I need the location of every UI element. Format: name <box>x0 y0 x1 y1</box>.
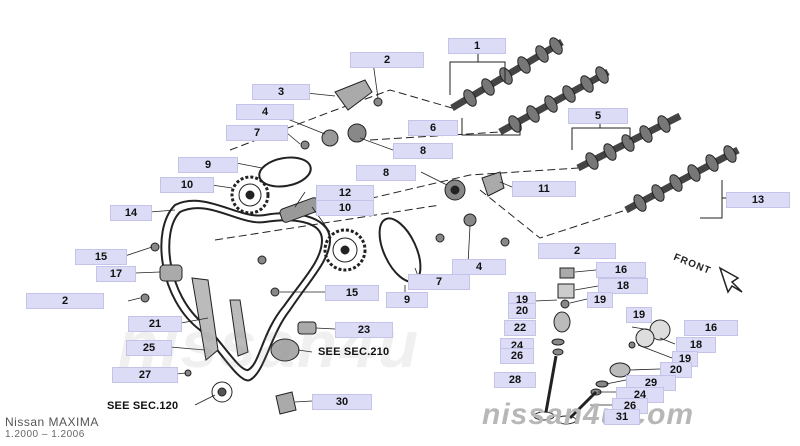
callout-2: 2 <box>350 52 424 68</box>
callout-4: 4 <box>236 104 294 120</box>
model-name: Nissan MAXIMA <box>5 415 99 429</box>
lower-parts <box>211 321 317 415</box>
callout-31: 31 <box>604 409 640 425</box>
callout-2c: 2 <box>26 293 104 309</box>
bracket-lines <box>449 52 726 219</box>
model-years: 1.2000 – 1.2006 <box>5 429 85 440</box>
tensioner-17 <box>159 264 183 282</box>
callout-21: 21 <box>128 316 182 332</box>
sprocket-upper-left <box>230 175 270 215</box>
sprocket-right <box>444 179 466 201</box>
callout-16b: 16 <box>684 320 738 336</box>
front-arrow-icon <box>718 266 743 294</box>
callout-20: 20 <box>508 303 536 319</box>
reference-sec-210: SEE SEC.210 <box>318 346 390 358</box>
camshaft-3 <box>576 112 682 172</box>
valve-assembly-left <box>533 267 575 421</box>
callout-4b: 4 <box>452 259 506 275</box>
callout-14: 14 <box>110 205 152 221</box>
camshaft-4 <box>624 145 740 214</box>
camshaft-1 <box>450 37 564 112</box>
callout-7b: 7 <box>408 274 470 290</box>
watermark-corner: nissan4u.com <box>482 398 695 431</box>
callout-17: 17 <box>96 266 136 282</box>
bolts <box>140 97 510 377</box>
callout-9b: 9 <box>386 292 428 308</box>
sprocket-upper-cam <box>321 123 367 147</box>
callout-30: 30 <box>312 394 372 410</box>
callout-18: 18 <box>598 278 648 294</box>
callout-8b: 8 <box>356 165 416 181</box>
callout-7: 7 <box>226 125 288 141</box>
callout-27: 27 <box>112 367 178 383</box>
callout-10b: 10 <box>316 200 374 216</box>
callout-19b: 19 <box>587 292 613 308</box>
chain-guide <box>191 277 249 361</box>
callout-2b: 2 <box>538 243 616 259</box>
callout-25: 25 <box>126 340 172 356</box>
callout-3: 3 <box>252 84 310 100</box>
reference-sec-120: SEE SEC.120 <box>107 400 179 412</box>
valve-assembly-right <box>555 319 671 425</box>
callout-15: 15 <box>75 249 127 265</box>
callout-12: 12 <box>316 185 374 201</box>
callout-11: 11 <box>512 181 576 197</box>
tensioner-3 <box>334 79 373 111</box>
callout-22: 22 <box>504 320 536 336</box>
callout-1: 1 <box>448 38 506 54</box>
callout-23: 23 <box>335 322 393 338</box>
callout-28: 28 <box>494 372 536 388</box>
callout-13: 13 <box>726 192 790 208</box>
sprocket-center <box>323 228 367 272</box>
callout-20b: 20 <box>660 362 692 378</box>
callout-5: 5 <box>568 108 628 124</box>
callout-15b: 15 <box>325 285 379 301</box>
callout-9: 9 <box>178 157 238 173</box>
callout-16: 16 <box>596 262 646 278</box>
callout-8: 8 <box>393 143 453 159</box>
callout-10: 10 <box>160 177 214 193</box>
timing-chain <box>160 199 332 382</box>
callout-26: 26 <box>500 348 534 364</box>
callout-19c: 19 <box>626 307 652 323</box>
tensioner-11 <box>481 171 505 197</box>
callout-6: 6 <box>408 120 458 136</box>
secondary-chain-upper <box>258 156 312 188</box>
